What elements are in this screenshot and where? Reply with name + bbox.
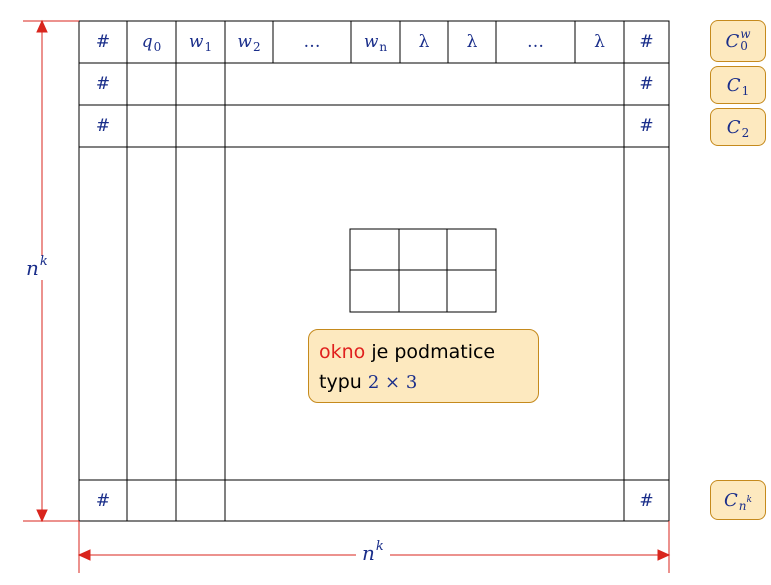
hash-symbol: # (95, 490, 111, 511)
c-symbol: C (725, 30, 740, 52)
cell-hash-top-left: # (79, 21, 127, 63)
n-symbol: n (362, 541, 375, 565)
height-arrow-head-top (36, 19, 48, 33)
cn-subscript-exponent: k (746, 495, 752, 505)
typu-word: typu (319, 371, 368, 393)
cell-hash-row2-left: # (79, 105, 127, 147)
cell-lambda-3: λ (575, 21, 624, 63)
okno-word: okno (319, 341, 366, 363)
cell-hash-last-left: # (79, 480, 127, 521)
hash-symbol: # (95, 74, 111, 94)
window-note: okno je podmatice typu 2 × 3 (308, 329, 539, 403)
height-label: nk (26, 254, 48, 280)
cell-lambda-2: λ (448, 21, 496, 63)
cell-hash-row2-right: # (624, 105, 669, 147)
ellipsis: … (527, 32, 544, 52)
hash-symbol: # (639, 490, 654, 511)
w-subscript: n (379, 40, 388, 54)
cell-dots-2: … (496, 21, 575, 63)
hash-symbol: # (639, 74, 654, 94)
cell-hash-row1-left: # (79, 63, 127, 105)
hash-symbol: # (639, 32, 654, 52)
grid-lines (78, 20, 670, 522)
width-label: nk (356, 539, 390, 565)
c0-subscript: 0 (740, 39, 748, 53)
lambda-symbol: λ (594, 32, 605, 52)
w-symbol: w (237, 32, 252, 52)
c2-subscript: 2 (741, 126, 750, 140)
note-line-1: okno je podmatice (319, 337, 538, 367)
c-symbol: C (726, 116, 741, 138)
lambda-symbol: λ (418, 32, 430, 52)
height-arrow-head-bottom (36, 509, 48, 523)
cell-hash-row1-right: # (624, 63, 669, 105)
c1-subscript: 1 (741, 84, 750, 98)
window-submatrix (349, 228, 497, 313)
cell-dots: … (273, 21, 351, 63)
c-symbol: C (724, 489, 738, 511)
q-symbol: q (141, 32, 153, 52)
k-exponent: k (375, 539, 384, 554)
window-size-math: 2 × 3 (367, 372, 418, 393)
cell-lambda-1: λ (400, 21, 448, 63)
cn-subscript: n (738, 499, 747, 513)
hash-symbol: # (95, 32, 111, 52)
q-subscript: 0 (153, 40, 162, 54)
cell-hash-last-right: # (624, 480, 669, 521)
cell-hash-top-right: # (624, 21, 669, 63)
ellipsis: … (303, 32, 321, 52)
w-symbol: w (188, 32, 204, 52)
hash-symbol: # (95, 116, 111, 136)
note-rest-text: je podmatice (365, 341, 496, 363)
w-subscript: 2 (252, 40, 261, 54)
width-arrow-head-left (77, 549, 91, 561)
k-exponent: k (39, 254, 48, 269)
c-symbol: C (726, 74, 741, 96)
w-subscript: 1 (204, 40, 213, 54)
n-symbol: n (26, 256, 39, 280)
note-line-2: typu 2 × 3 (319, 367, 538, 398)
c0-superscript: w (740, 27, 751, 41)
width-arrow-head-right (657, 549, 671, 561)
w-symbol: w (363, 32, 379, 52)
hash-symbol: # (639, 116, 654, 136)
matrix-outline (78, 20, 670, 522)
lambda-symbol: λ (466, 32, 478, 52)
